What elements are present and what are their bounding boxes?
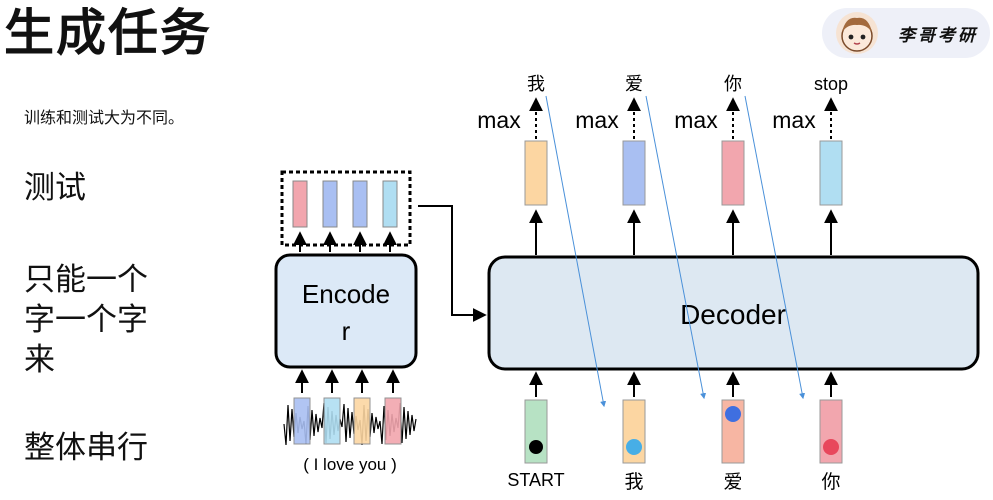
encoder-input-vector bbox=[293, 397, 311, 445]
encoder-output-vector bbox=[382, 180, 398, 228]
encoder-label-line2: r bbox=[342, 316, 351, 346]
output-token: 爱 bbox=[625, 74, 643, 94]
encoder-input-vector bbox=[323, 397, 341, 445]
max-label: max bbox=[674, 107, 718, 133]
side-label-one-by-one-3: 来 bbox=[24, 342, 55, 378]
page-title: 生成任务 bbox=[4, 4, 212, 62]
side-label-one-by-one-1: 只能一个 bbox=[24, 262, 148, 298]
max-label: max bbox=[772, 107, 816, 133]
encoder-input-caption: ( I love you ) bbox=[303, 455, 397, 474]
brand-name: 李哥考研 bbox=[898, 26, 978, 46]
feedback-arrow bbox=[645, 95, 707, 400]
token-dot bbox=[529, 440, 543, 454]
intro-text: 训练和测试大为不同。 bbox=[24, 108, 185, 127]
side-label-one-by-one-2: 字一个字 bbox=[24, 302, 148, 338]
encoder-label-line1: Encode bbox=[302, 279, 390, 309]
side-label-serial: 整体串行 bbox=[24, 430, 148, 466]
output-token: 你 bbox=[724, 74, 742, 94]
token-dot bbox=[626, 439, 642, 455]
encoder-output-vector bbox=[322, 180, 338, 228]
decoder-output-vector bbox=[622, 140, 646, 206]
max-label: max bbox=[477, 107, 521, 133]
encoder-output-vector bbox=[352, 180, 368, 228]
encoder-to-decoder-arrow bbox=[418, 205, 487, 322]
decoder-output-vector bbox=[721, 140, 745, 206]
output-token: stop bbox=[814, 74, 848, 94]
encoder-output-vector bbox=[292, 180, 308, 228]
decoder-output-vector bbox=[819, 140, 843, 206]
decoder-label: Decoder bbox=[680, 299, 786, 330]
input-token: 爱 bbox=[723, 471, 742, 493]
input-token: 你 bbox=[821, 471, 840, 493]
encoder-input-vector bbox=[384, 397, 402, 445]
feedback-arrow bbox=[545, 95, 607, 408]
output-token: 我 bbox=[527, 74, 545, 94]
token-dot bbox=[725, 406, 741, 422]
decoder-block bbox=[487, 255, 980, 371]
feedback-arrow bbox=[744, 95, 806, 400]
token-dot bbox=[823, 439, 839, 455]
encoder-input-vector bbox=[353, 397, 371, 445]
brand-badge: 李哥考研 bbox=[822, 8, 990, 58]
input-token: START bbox=[507, 470, 564, 490]
side-label-test: 测试 bbox=[24, 170, 86, 206]
encoder-block bbox=[274, 253, 418, 369]
input-token: 我 bbox=[624, 471, 643, 493]
max-label: max bbox=[575, 107, 619, 133]
encoder-output-box bbox=[280, 170, 412, 247]
decoder-output-vector bbox=[524, 140, 548, 206]
cartoon-avatar-icon bbox=[836, 12, 878, 54]
